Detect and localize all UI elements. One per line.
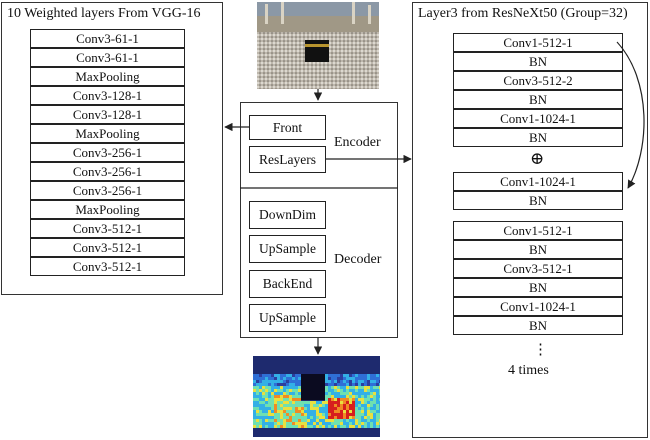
- shortcut-layer: Conv1-1024-1: [453, 172, 623, 191]
- resnext-layer: Conv3-512-2: [453, 71, 623, 90]
- plus-symbol: ⊕: [530, 149, 545, 168]
- encoder-label: Encoder: [334, 135, 381, 150]
- vgg-layer: Conv3-61-1: [30, 48, 185, 67]
- vgg-layer: MaxPooling: [30, 67, 185, 86]
- vgg-layer: MaxPooling: [30, 200, 185, 219]
- vgg-layer: Conv3-512-1: [30, 257, 185, 276]
- upsample-block-2: UpSample: [249, 304, 326, 332]
- resnext-layer: BN: [453, 316, 623, 335]
- vgg-title: 10 Weighted layers From VGG-16: [7, 6, 201, 21]
- vgg-layer: MaxPooling: [30, 124, 185, 143]
- resnext-layer: BN: [453, 52, 623, 71]
- resnext-layer: Conv3-512-1: [453, 259, 623, 278]
- shortcut-layer: BN: [453, 191, 623, 210]
- resnext-layer: BN: [453, 90, 623, 109]
- resnext-title: Layer3 from ResNeXt50 (Group=32): [418, 6, 628, 21]
- vgg-layer: Conv3-512-1: [30, 238, 185, 257]
- input-crowd-photo: [257, 2, 379, 89]
- vgg-layer: Conv3-128-1: [30, 86, 185, 105]
- vgg-layer: Conv3-256-1: [30, 162, 185, 181]
- continuation-dots: ⋮: [533, 342, 548, 358]
- resnext-layer: Conv1-1024-1: [453, 297, 623, 316]
- downdim-block: DownDim: [249, 201, 326, 229]
- vgg-layer: Conv3-512-1: [30, 219, 185, 238]
- backend-block: BackEnd: [249, 270, 326, 298]
- resnext-layer: BN: [453, 128, 623, 147]
- crowd-photo-icon: [257, 2, 379, 89]
- resnext-layer: BN: [453, 240, 623, 259]
- resnext-layer: BN: [453, 278, 623, 297]
- vgg-layer: Conv3-256-1: [30, 143, 185, 162]
- front-block: Front: [249, 115, 326, 140]
- vgg-layer: Conv3-61-1: [30, 29, 185, 48]
- resnext-layer: Conv1-512-1: [453, 33, 623, 52]
- output-density-map: [253, 356, 380, 437]
- resnext-layer: Conv1-512-1: [453, 221, 623, 240]
- vgg-layer: Conv3-256-1: [30, 181, 185, 200]
- repeat-count-label: 4 times: [508, 363, 549, 378]
- reslayers-block: ResLayers: [249, 146, 326, 173]
- upsample-block-1: UpSample: [249, 235, 326, 263]
- density-heatmap-icon: [253, 356, 380, 437]
- decoder-label: Decoder: [334, 252, 382, 267]
- vgg-layer: Conv3-128-1: [30, 105, 185, 124]
- resnext-layer: Conv1-1024-1: [453, 109, 623, 128]
